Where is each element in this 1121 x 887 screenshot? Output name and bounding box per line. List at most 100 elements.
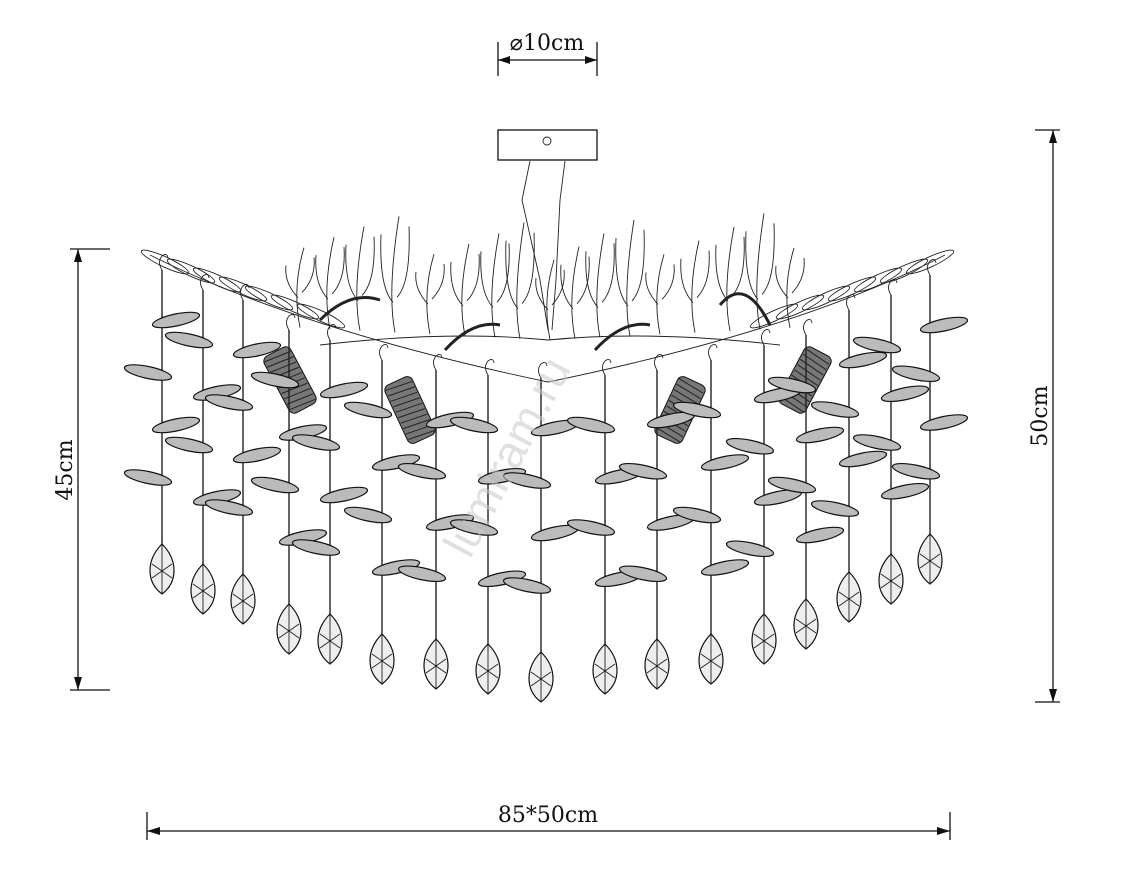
leaf-crystal [319, 381, 369, 399]
coral-branch [345, 226, 375, 331]
pendant-facets [753, 614, 775, 664]
coral-branch [680, 240, 710, 333]
leaf-crystal [123, 469, 173, 486]
right-height-dimension: 50cm [1028, 129, 1060, 703]
leaf-crystal [204, 499, 254, 516]
coral-branch [505, 222, 535, 339]
chandelier-body [123, 213, 969, 703]
pendant-facets [278, 604, 300, 654]
pendant-facets [151, 544, 173, 594]
strand-hook [286, 313, 296, 331]
leaf-crystal [371, 559, 421, 576]
leaf-crystal [502, 577, 552, 594]
leaf-crystal [810, 500, 860, 517]
coral-branch [560, 246, 590, 339]
canopy-dimension: ⌀10cm [497, 31, 598, 76]
pendant-facets [838, 572, 860, 622]
coral-branch [285, 247, 315, 328]
leaf-crystal [502, 472, 552, 489]
frame-arc-inner [319, 335, 781, 346]
strand-hook [159, 253, 169, 271]
left-height-label: 45cm [53, 439, 78, 500]
strand-hook [761, 328, 771, 346]
leaf-crystal [397, 565, 447, 583]
strand-hook [803, 318, 813, 336]
leaf-crystal [232, 446, 282, 464]
leaf-crystal [852, 434, 902, 451]
leaf-crystal [891, 462, 941, 480]
leaf-crystal [795, 526, 845, 544]
leaf-spray [775, 294, 825, 320]
strand-hook [200, 273, 210, 291]
leaf-crystal [672, 506, 722, 524]
leaf-crystal [250, 476, 300, 494]
strand-hook [379, 343, 389, 361]
strand-hook [240, 283, 250, 301]
pendant-facets [425, 639, 447, 689]
pendant-facets [232, 574, 254, 624]
coral-branch [450, 243, 480, 336]
leaf-crystal [880, 385, 930, 403]
bottom-width-dimension: 85*50cm [146, 803, 951, 840]
lamp-arm [593, 322, 651, 352]
left-height-dimension: 45cm [53, 248, 110, 691]
leaf-spray [244, 285, 294, 311]
pendant-facets [530, 652, 552, 702]
leaf-crystal [449, 519, 499, 536]
leaf-crystal [672, 401, 722, 419]
leaf-crystal [880, 482, 930, 500]
coral-branch [380, 216, 410, 333]
pendant-facets [371, 634, 393, 684]
leaf-crystal [919, 316, 969, 334]
pendant-facets [880, 554, 902, 604]
leaf-crystal [250, 371, 300, 389]
leaf-crystal [767, 476, 817, 494]
leaf-crystal [618, 565, 668, 583]
lamp-arm [443, 322, 501, 352]
leaf-crystal [343, 506, 393, 524]
strand-hook [927, 258, 937, 276]
leaf-crystal [700, 454, 750, 471]
leaf-spray [905, 249, 955, 275]
leaf-crystal [618, 462, 668, 480]
leaf-crystal [123, 364, 173, 381]
leaf-crystal [477, 570, 527, 588]
coral-branch [480, 233, 510, 338]
leaf-crystal [700, 559, 750, 576]
coral-branch [775, 247, 805, 328]
leaf-crystal [151, 311, 201, 329]
leaf-crystal [151, 416, 201, 434]
leaf-crystal [891, 365, 941, 383]
leaf-crystal [725, 437, 775, 455]
pendant-facets [319, 614, 341, 664]
pendant-facets [795, 599, 817, 649]
leaf-crystal [838, 450, 888, 468]
leaf-crystal [164, 331, 214, 349]
canopy-diameter-label: ⌀10cm [510, 31, 585, 56]
leaf-crystal [838, 351, 888, 369]
pendant-facets [477, 644, 499, 694]
frame-arc [149, 254, 946, 383]
right-height-label: 50cm [1028, 385, 1053, 446]
pendant-facets [700, 634, 722, 684]
leaf-crystal [291, 539, 341, 556]
pendant-facets [594, 644, 616, 694]
leaf-crystal [767, 376, 817, 394]
leaf-spray [827, 276, 877, 302]
leaf-spray [801, 285, 851, 311]
leaf-crystal [725, 540, 775, 558]
leaf-spray [296, 303, 346, 329]
coral-branch [715, 226, 745, 331]
leaf-crystal [343, 401, 393, 419]
leaf-crystal [397, 462, 447, 480]
strand-hook [485, 358, 495, 376]
leaf-crystal [810, 401, 860, 418]
leaf-crystal [566, 416, 616, 434]
leaf-crystal [795, 426, 845, 444]
pendant-facets [192, 564, 214, 614]
leaf-crystal [291, 434, 341, 451]
lamp-arm [318, 296, 381, 322]
pendant-facets [646, 639, 668, 689]
leaf-crystal [319, 486, 369, 504]
